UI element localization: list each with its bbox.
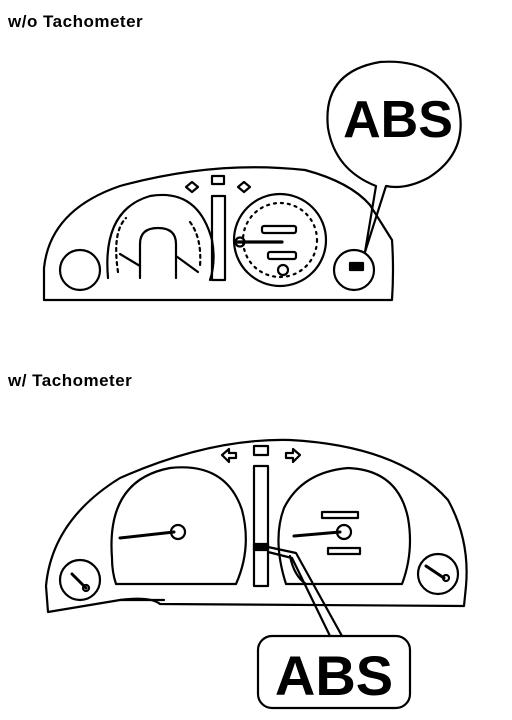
left-indicator-lamp [58, 248, 102, 292]
abs-callout-box-bottom [256, 634, 412, 710]
abs-callout-label-bottom: ABS [275, 644, 393, 707]
abs-callout-bubble-top [326, 60, 462, 254]
instrument-cluster-without-tachometer [42, 60, 462, 302]
right-turn-arrow-icon [236, 180, 252, 194]
fuel-gauge-small [58, 558, 102, 602]
right-turn-arrow-icon-tach [284, 447, 302, 464]
abs-warning-lamp [348, 261, 365, 272]
turn-signal-indicators [184, 174, 252, 194]
center-indicator-strip [210, 194, 227, 282]
fuel-temp-gauge [106, 193, 215, 282]
abs-leader-line-inner [266, 550, 332, 638]
speedometer-gauge [232, 192, 328, 288]
cluster-housing-outline [42, 166, 395, 302]
center-indicator-strip-tach [252, 464, 270, 588]
temperature-gauge-small [416, 552, 460, 596]
turn-signal-indicators-tach [220, 444, 302, 464]
abs-leader-line [266, 545, 344, 638]
abs-warning-lamp-housing [332, 248, 376, 292]
cluster-housing-outline-tach [44, 438, 468, 614]
left-turn-arrow-icon-tach [220, 447, 238, 464]
abs-callout-label-top: ABS [343, 91, 453, 149]
instrument-cluster-with-tachometer [44, 438, 468, 710]
high-beam-lamp-icon [210, 174, 226, 186]
tachometer-gauge [110, 466, 247, 586]
left-turn-arrow-icon [184, 180, 200, 194]
title-with-tachometer: w/ Tachometer [8, 371, 133, 390]
abs-warning-lamp-tach [252, 542, 270, 552]
speedometer-gauge-tach [277, 466, 412, 586]
high-beam-lamp-icon-tach [252, 444, 270, 457]
title-without-tachometer: w/o Tachometer [8, 12, 144, 31]
